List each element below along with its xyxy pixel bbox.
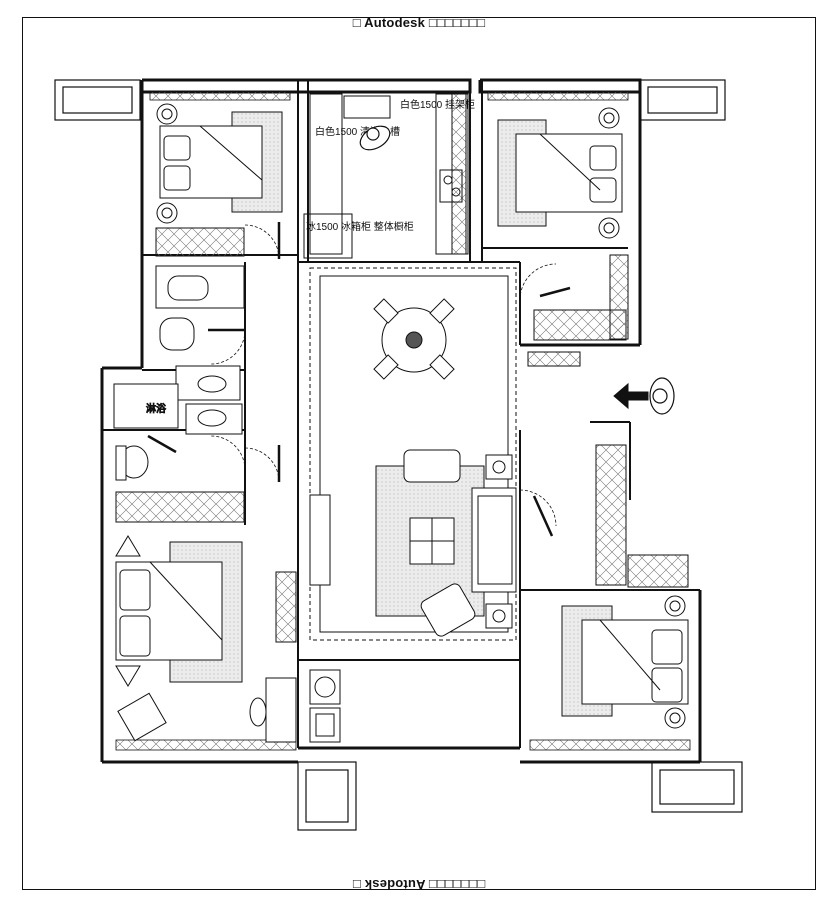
bathroom-lower: 淋浴	[113, 383, 243, 481]
living-area	[275, 449, 517, 643]
kitchen-cabinets	[303, 93, 469, 259]
kitchen-note-2: 白色1500 挂架柜	[400, 98, 475, 111]
bedroom-left	[115, 535, 297, 743]
bedroom-top-left	[156, 103, 283, 224]
person-icon-entry	[649, 377, 675, 415]
kitchen-notes: 白色1500 清洗水槽 白色1500 挂架柜 冰1500 冰箱柜 整体橱柜	[306, 98, 475, 233]
bedroom-right	[561, 595, 689, 729]
dining-area	[309, 267, 517, 641]
door-leaves	[147, 222, 571, 537]
laundry-area	[309, 669, 341, 743]
balcony-ledges	[54, 79, 743, 831]
window-strips	[115, 91, 691, 751]
top-stamp: □ Autodesk □□□□□□□	[352, 15, 486, 30]
entry-arrow-icon	[613, 382, 649, 410]
bathroom-label: 淋浴	[146, 402, 166, 415]
bathroom-upper	[155, 265, 245, 401]
person-icon-kitchen	[359, 125, 391, 151]
drawing-frame	[22, 17, 816, 890]
wardrobes	[115, 227, 689, 588]
kitchen-note-3: 冰1500 冰箱柜 整体橱柜	[306, 220, 414, 233]
bedroom-top-right	[497, 107, 623, 239]
